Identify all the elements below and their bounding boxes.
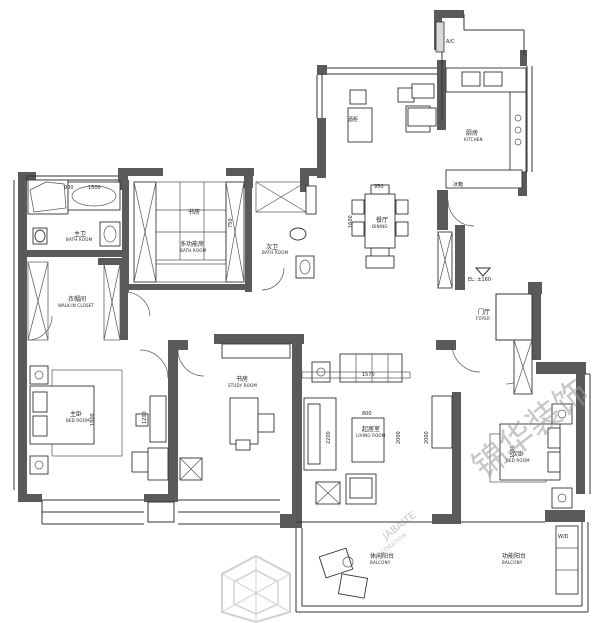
room-labels: 主卧 BED ROOM 主卫 BATH ROOM 衣帽间 WALK-IN CLO… xyxy=(58,129,530,565)
utility-balcony-en: BALCONY xyxy=(502,560,523,565)
dim-bath-l: 1500 xyxy=(88,185,101,191)
second-bedroom-en: BED ROOM xyxy=(506,458,530,463)
small-labels: 酒柜 冰箱 A/C W/D EL: ±160 xyxy=(348,39,569,540)
dim-bath-w: 900 xyxy=(64,185,74,191)
multi-function-room-fixtures xyxy=(133,181,245,283)
watermark-logo-icon xyxy=(221,554,291,623)
dim-tv-wall: 1570 xyxy=(362,372,375,378)
dim-study-side: 1200 xyxy=(142,411,148,424)
dim-sofa: 2200 xyxy=(326,431,332,444)
label-elevation: EL: ±160 xyxy=(468,277,491,283)
master-bedroom-furniture xyxy=(29,365,169,481)
guest-bath-en: BATH ROOM xyxy=(262,250,289,255)
label-fridge: 冰箱 xyxy=(453,181,463,188)
dim-second-bed: 1500 xyxy=(510,445,516,458)
dining-en: DINING xyxy=(372,224,388,229)
dimension-labels: 900 1500 950 1600 750 1200 1800 1570 800… xyxy=(64,184,516,458)
balcony-furniture xyxy=(318,525,579,599)
dim-living-depth: 2000 xyxy=(396,431,402,444)
second-bedroom-furniture xyxy=(431,395,573,509)
guest-bath-fixtures xyxy=(255,181,317,279)
study-en: STUDY ROOM xyxy=(228,383,257,388)
second-bedroom-cn: 次卧 xyxy=(512,450,524,458)
foyer-en: FOYER xyxy=(476,316,490,321)
walk-in-en: WALK-IN CLOSET xyxy=(58,303,94,308)
dining-furniture xyxy=(347,87,431,269)
multi-sub-cn: 书房 xyxy=(188,208,200,216)
guest-bath-cn: 次卫 xyxy=(266,243,278,251)
master-bath-cn: 主卫 xyxy=(74,230,86,238)
dim-dining-l: 1600 xyxy=(348,215,354,228)
kitchen-fixtures xyxy=(407,21,527,189)
master-bath-fixtures xyxy=(27,179,121,247)
dim-multi-room: 750 xyxy=(228,218,234,228)
leisure-balcony-en: BALCONY xyxy=(370,560,391,565)
dim-master-bed: 1800 xyxy=(90,413,96,426)
leisure-balcony-cn: 休闲阳台 xyxy=(370,552,394,560)
living-en: LIVING ROOM xyxy=(356,433,386,438)
dim-dining-w: 950 xyxy=(374,184,384,190)
master-bath-en: BATH ROOM xyxy=(66,237,93,242)
label-wine-cabinet: 酒柜 xyxy=(348,116,358,123)
dim-second-depth: 2000 xyxy=(424,431,430,444)
walk-in-cn: 衣帽间 xyxy=(68,295,86,303)
kitchen-cn: 厨房 xyxy=(466,129,478,137)
master-bedroom-cn: 主卧 xyxy=(70,410,82,418)
foyer-cn: 门厅 xyxy=(478,308,490,316)
dining-cn: 餐厅 xyxy=(376,216,388,224)
dim-coffee-table: 800 xyxy=(362,411,372,417)
living-furniture xyxy=(301,353,411,505)
study-cn: 书房 xyxy=(236,375,248,383)
utility-balcony-cn: 功能阳台 xyxy=(502,552,526,560)
foyer-fixtures xyxy=(437,231,533,395)
study-furniture xyxy=(179,343,291,481)
label-ac: A/C xyxy=(446,39,455,45)
kitchen-en: KITCHEN xyxy=(464,137,483,142)
outlines xyxy=(13,14,591,613)
watermark: JABAITE DECORATION 锦华装饰 xyxy=(221,372,597,623)
multi-room-en: BATH ROOM xyxy=(180,248,207,253)
label-wd: W/D xyxy=(558,534,569,540)
living-cn: 起居室 xyxy=(362,425,380,433)
walls xyxy=(18,10,586,528)
master-bedroom-en: BED ROOM xyxy=(66,418,90,423)
multi-room-cn: 多功能房 xyxy=(180,240,204,248)
